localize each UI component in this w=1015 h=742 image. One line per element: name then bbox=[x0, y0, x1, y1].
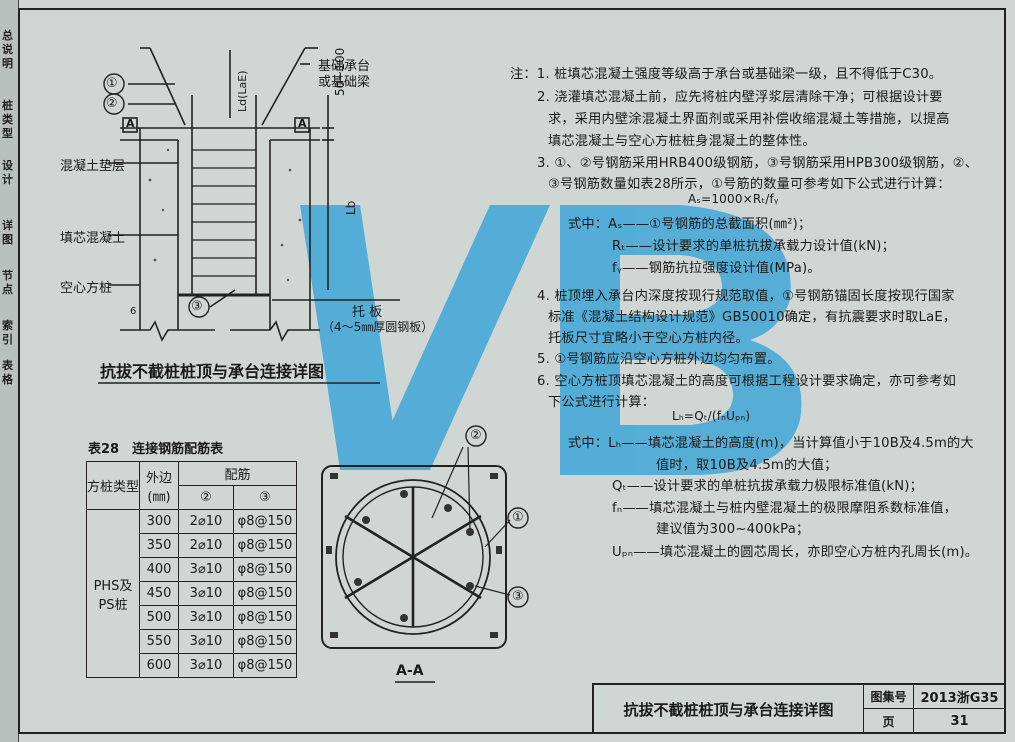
hollow-pile-label: 空心方桩 bbox=[60, 281, 113, 296]
section-label: A-A bbox=[396, 663, 424, 679]
section-mark-left: A bbox=[126, 117, 135, 130]
table-cell: φ8@150 bbox=[233, 581, 297, 606]
table-cell: 600 bbox=[139, 653, 179, 678]
note-line: 标准《混凝土结构设计规范》GB50010确定，有抗震要求时取LaE， bbox=[548, 310, 957, 325]
table-cell: 450 bbox=[139, 581, 179, 606]
note-line: 5. ①号钢筋应沿空心方桩外边均匀布置。 bbox=[537, 352, 781, 367]
sidebar-tab: 格 bbox=[2, 373, 13, 386]
table-cell: 3⌀10 bbox=[178, 653, 234, 678]
note-line: 下公式进行计算： bbox=[548, 395, 656, 410]
sidebar-tab: 总 bbox=[2, 29, 13, 42]
atlas-number: 2013浙G35 bbox=[914, 685, 1006, 709]
detail-title: 抗拔不截桩桩顶与承台连接详图 bbox=[100, 362, 325, 381]
sidebar-tab: 设 bbox=[2, 159, 13, 172]
note-line: fᵧ——钢筋抗拉强度设计值(MPa)。 bbox=[612, 261, 821, 276]
sidebar-tab: 详 bbox=[2, 219, 13, 232]
sidebar-tab: 图 bbox=[2, 233, 13, 246]
note-line: 4. 桩顶埋入承台内深度按现行规范取值，①号钢筋锚固长度按现行国家 bbox=[537, 289, 955, 304]
drawing-frame bbox=[18, 8, 1006, 734]
sidebar-tab: 桩 bbox=[2, 99, 13, 112]
atlas-label: 图集号 bbox=[864, 685, 914, 709]
section-mark-right: A bbox=[298, 117, 307, 130]
note-line: 填芯混凝土与空心方桩桩身混凝土的整体性。 bbox=[548, 134, 816, 149]
callout-1-label: ① bbox=[106, 76, 118, 91]
callout-3-label: ③ bbox=[191, 299, 203, 314]
note-line: 建议值为300~400kPa； bbox=[656, 522, 810, 537]
rebar-table: 方桩类型 外边(㎜) 配筋 ② ③ PHS及PS桩 300 2⌀10 φ8@15… bbox=[86, 461, 297, 678]
title-block: 抗拔不截桩桩顶与承台连接详图 图集号 2013浙G35 页 31 bbox=[592, 683, 1006, 734]
section-callout-2: ② bbox=[470, 428, 482, 443]
plate-label: 托 板 bbox=[352, 305, 383, 320]
table-cell: 3⌀10 bbox=[178, 629, 234, 654]
cushion-label: 混凝土垫层 bbox=[60, 159, 126, 174]
sidebar-tab: 节 bbox=[2, 269, 13, 282]
section-callout-3: ③ bbox=[512, 589, 524, 604]
note-line: 值时，取10B及4.5m的大值； bbox=[656, 458, 838, 473]
pile-type-cell: PHS及PS桩 bbox=[86, 509, 140, 678]
header-side: 外边(㎜) bbox=[139, 461, 179, 510]
fill-concrete-label: 填芯混凝土 bbox=[60, 231, 126, 246]
note-line: 式中：Aₛ——①号钢筋的总截面积(㎜²)； bbox=[568, 217, 812, 232]
sidebar-tab: 点 bbox=[2, 283, 13, 296]
note-line: 6. 空心方桩顶填芯混凝土的高度可根据工程设计要求确定，亦可参考如 bbox=[537, 374, 956, 389]
sidebar-tab: 引 bbox=[2, 333, 13, 346]
section-callout-1: ① bbox=[512, 510, 524, 525]
note-line: Rₜ——设计要求的单桩抗拔承载力设计值(kN)； bbox=[612, 239, 896, 254]
note-line: fₙ——填芯混凝土与桩内壁混凝土的极限摩阻系数标准值， bbox=[612, 501, 957, 516]
note-line: ③号钢筋数量如表28所示，①号筋的数量可参考如下公式进行计算： bbox=[548, 177, 951, 192]
table-caption: 表28 连接钢筋配筋表 bbox=[88, 442, 224, 457]
table-cell: 400 bbox=[139, 557, 179, 582]
note-line: 求，采用内壁涂混凝土界面剂或采用补偿收缩混凝土等措施，以提高 bbox=[548, 112, 950, 127]
weld-label: 6 bbox=[130, 306, 137, 317]
sidebar-tab: 型 bbox=[2, 127, 13, 140]
base-label: 基础承台 bbox=[318, 59, 371, 74]
header-type: 方桩类型 bbox=[86, 461, 140, 510]
sidebar-tab: 明 bbox=[2, 57, 13, 70]
sidebar-tab: 表 bbox=[2, 359, 13, 372]
sidebar-tab: 说 bbox=[2, 43, 13, 56]
formula: Aₛ=1000×Rₜ/fᵧ bbox=[688, 192, 779, 206]
page-label: 页 bbox=[864, 709, 914, 734]
note-line: Qₜ——设计要求的单桩抗拔承载力极限标准值(kN)； bbox=[612, 479, 924, 494]
sidebar-tab: 类 bbox=[2, 113, 13, 126]
page-number: 31 bbox=[914, 709, 1006, 734]
callout-2-label: ② bbox=[106, 96, 118, 111]
note-line: 3. ①、②号钢筋采用HRB400级钢筋，③号钢筋采用HPB300级钢筋，②、 bbox=[537, 156, 978, 171]
titleblock-title: 抗拔不截桩桩顶与承台连接详图 bbox=[594, 685, 864, 734]
table-cell: φ8@150 bbox=[233, 557, 297, 582]
base-label-2: 或基础梁 bbox=[318, 75, 371, 90]
table-cell: φ8@150 bbox=[233, 605, 297, 630]
note-line: 式中：Lₕ——填芯混凝土的高度(m)，当计算值小于10B及4.5m的大 bbox=[568, 436, 974, 451]
sidebar-tab: 索 bbox=[2, 319, 13, 332]
plate-spec-label: （4～5㎜厚圆钢板） bbox=[322, 320, 434, 334]
table-cell: φ8@150 bbox=[233, 653, 297, 678]
table-cell: φ8@150 bbox=[233, 629, 297, 654]
formula: Lₕ=Qₜ/(fₙUₚₙ) bbox=[672, 409, 751, 423]
table-cell: 3⌀10 bbox=[178, 605, 234, 630]
note-line: 2. 浇灌填芯混凝土前，应先将桩内壁浮浆层清除干净；可根据设计要 bbox=[537, 90, 943, 105]
note-line: Uₚₙ——填芯混凝土的圆芯周长，亦即空心方桩内孔周长(m)。 bbox=[612, 545, 979, 560]
note-line: 托板尺寸宜略小于空心方桩内径。 bbox=[548, 331, 749, 346]
note-line: 注：1. 桩填芯混凝土强度等级高于承台或基础梁一级，且不得低于C30。 bbox=[510, 67, 943, 82]
sidebar-tab: 计 bbox=[2, 173, 13, 186]
table-cell: φ8@150 bbox=[233, 509, 297, 534]
